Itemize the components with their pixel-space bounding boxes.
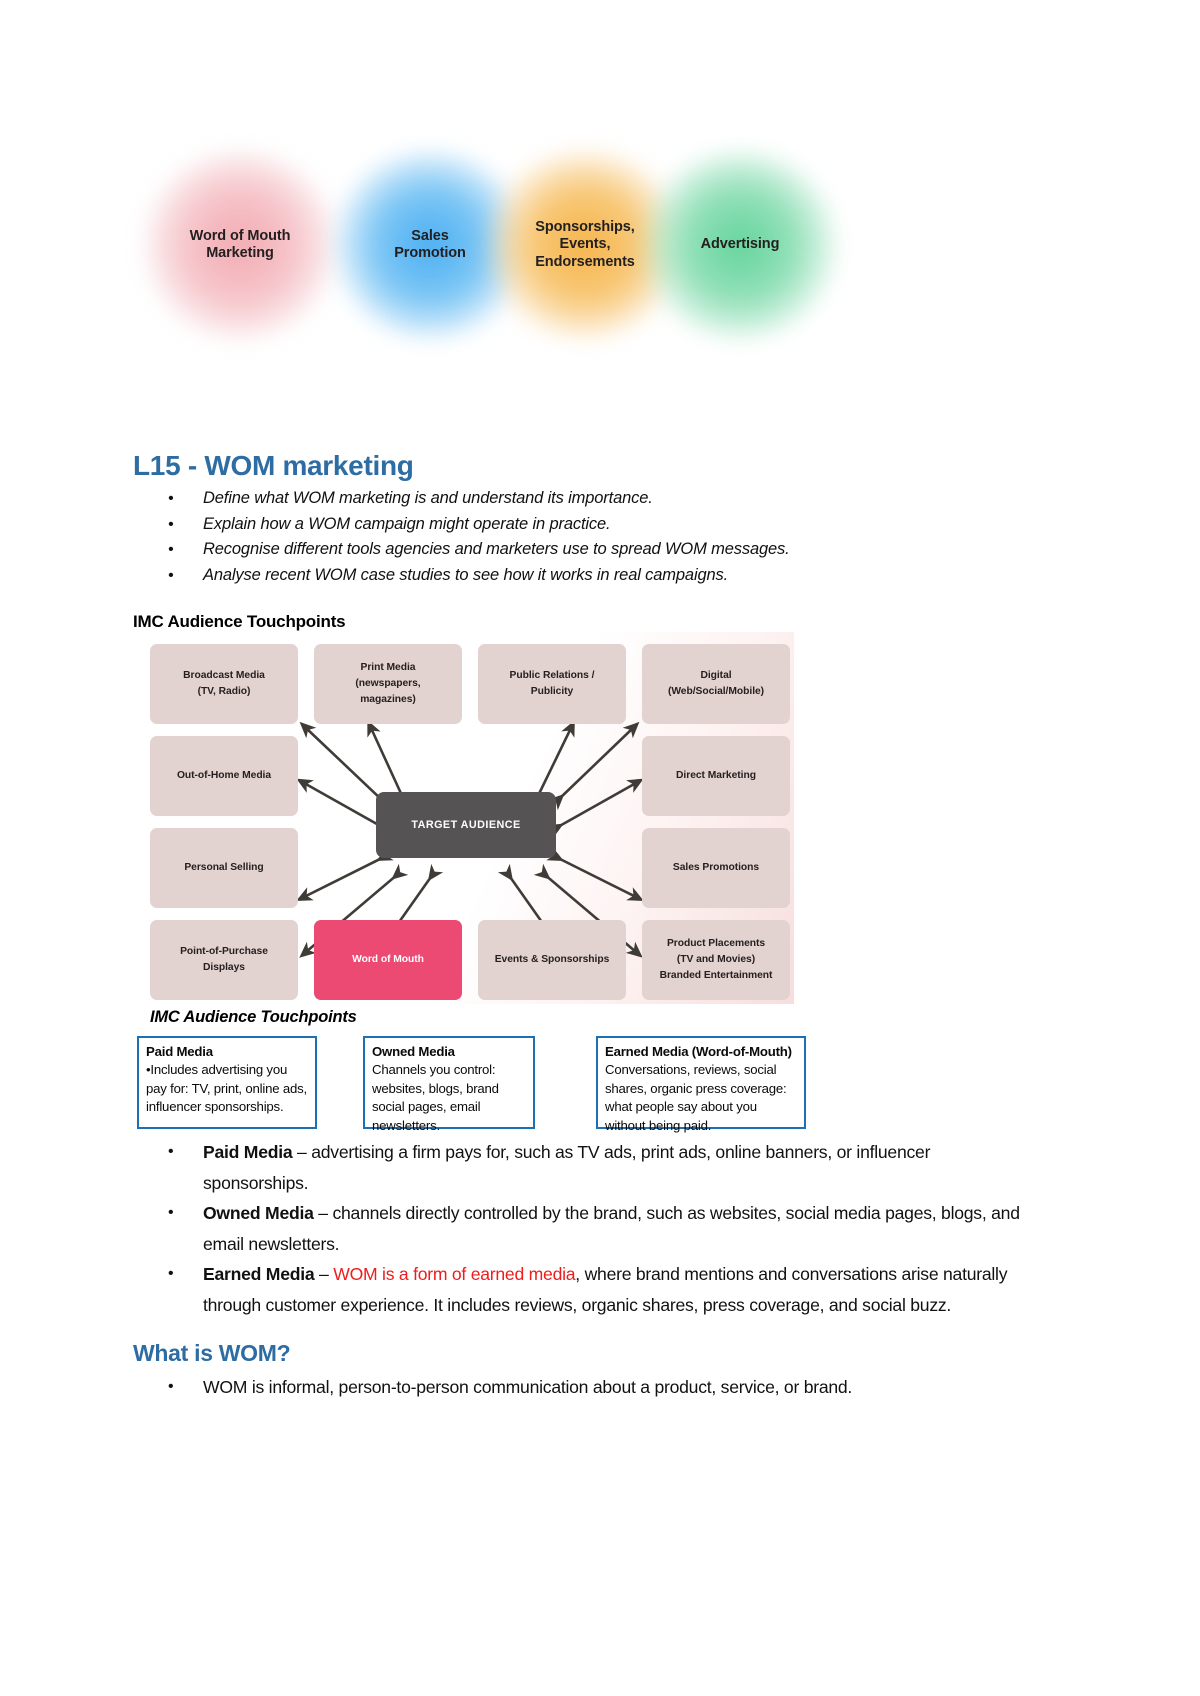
media-box-earned: Earned Media (Word-of-Mouth) Conversatio… xyxy=(596,1036,806,1133)
bullet-icon: • xyxy=(168,541,174,559)
bullet-text: channels directly controlled by the bran… xyxy=(203,1203,1020,1254)
list-item: • Owned Media – channels directly control… xyxy=(133,1198,1033,1259)
bullet-text: advertising a firm pays for, such as TV … xyxy=(203,1142,931,1193)
bullet-icon: • xyxy=(168,1265,174,1282)
bullet-lead: Owned Media xyxy=(203,1203,314,1223)
list-item: • WOM is informal, person-to-person commu… xyxy=(133,1372,1033,1402)
touchpoint-box-personal-selling: Personal Selling xyxy=(150,828,298,908)
touchpoint-box-sales-promotions: Sales Promotions xyxy=(642,828,790,908)
media-box-body: •Includes advertising you pay for: TV, p… xyxy=(146,1062,307,1115)
touchpoint-box-events-sponsorships: Events & Sponsorships xyxy=(478,920,626,1000)
touchpoint-box-direct-marketing: Direct Marketing xyxy=(642,736,790,816)
media-box-title: Paid Media xyxy=(146,1044,213,1059)
media-box-owned: Owned Media Channels you control: websit… xyxy=(363,1036,535,1133)
list-item: • Recognise different tools agencies and … xyxy=(133,537,933,563)
objective-text: Explain how a WOM campaign might operate… xyxy=(203,514,611,533)
objective-text: Recognise different tools agencies and m… xyxy=(203,540,790,559)
list-item: • Define what WOM marketing is and unders… xyxy=(133,486,933,512)
objectives-list: • Define what WOM marketing is and unders… xyxy=(133,486,933,588)
banner-blob-word-of-mouth-marketing: Word of Mouth Marketing xyxy=(140,150,340,340)
bullet-icon: • xyxy=(168,515,174,533)
banner-blob-label: Sales Promotion xyxy=(394,227,466,261)
media-box-paid: Paid Media •Includes advertising you pay… xyxy=(137,1036,317,1129)
bullet-dash: – xyxy=(292,1142,312,1162)
touchpoint-box-out-of-home-media: Out-of-Home Media xyxy=(150,736,298,816)
touchpoint-box-digital: Digital (Web/Social/Mobile) xyxy=(642,644,790,724)
touchpoint-box-word-of-mouth: Word of Mouth xyxy=(314,920,462,1000)
list-item: • Analyse recent WOM case studies to see … xyxy=(133,563,933,589)
objective-text: Define what WOM marketing is and underst… xyxy=(203,489,653,507)
wom-definition-text: WOM is informal, person-to-person commun… xyxy=(203,1377,853,1397)
bullet-dash: – xyxy=(313,1203,333,1223)
touchpoint-center-target-audience: TARGET AUDIENCE xyxy=(376,792,556,858)
touchpoint-box-broadcast-media: Broadcast Media (TV, Radio) xyxy=(150,644,298,724)
media-box-title: Owned Media xyxy=(372,1044,455,1059)
banner-blob-halo xyxy=(145,152,335,338)
touchpoint-box-public-relations: Public Relations / Publicity xyxy=(478,644,626,724)
banner-blob-label: Sponsorships, Events, Endorsements xyxy=(535,219,635,270)
touchpoint-banner: Word of Mouth Marketing Sales Promotion … xyxy=(140,150,835,340)
imc-media-heading: IMC Audience Touchpoints xyxy=(150,1008,357,1026)
bullet-lead: Paid Media xyxy=(203,1142,293,1162)
bullet-icon: • xyxy=(168,1204,174,1221)
wom-definition-list: • WOM is informal, person-to-person commu… xyxy=(133,1372,1033,1402)
touchpoint-box-print-media: Print Media (newspapers, magazines) xyxy=(314,644,462,724)
banner-blob-label: Advertising xyxy=(700,236,780,253)
imc-touchpoint-diagram: Broadcast Media (TV, Radio) Print Media … xyxy=(146,632,794,1004)
bullet-dash: – xyxy=(314,1264,334,1284)
bullet-icon: • xyxy=(168,566,174,584)
bullet-icon: • xyxy=(168,490,174,507)
imc-diagram-heading: IMC Audience Touchpoints xyxy=(133,612,346,631)
media-box-title: Earned Media (Word-of-Mouth) xyxy=(605,1044,792,1059)
touchpoint-box-product-placements: Product Placements (TV and Movies) Brand… xyxy=(642,920,790,1000)
touchpoint-box-point-of-purchase-displays: Point-of-Purchase Displays xyxy=(150,920,298,1000)
bullet-text: , where brand mentions and conversations… xyxy=(203,1264,1008,1315)
media-box-body: Channels you control: websites, blogs, b… xyxy=(372,1062,499,1133)
banner-blob-label: Word of Mouth Marketing xyxy=(189,227,291,261)
page-title: L15 - WOM marketing xyxy=(133,450,414,481)
objective-text: Analyse recent WOM case studies to see h… xyxy=(203,565,729,584)
list-item: • Explain how a WOM campaign might operat… xyxy=(133,512,933,538)
bullet-icon: • xyxy=(168,1378,174,1395)
bullet-lead: Earned Media xyxy=(203,1264,315,1284)
banner-blob-advertising: Advertising xyxy=(640,150,840,340)
section-heading-what-is-wom: What is WOM? xyxy=(133,1340,291,1366)
media-types-list: • Paid Media – advertising a firm pays fo… xyxy=(133,1137,1033,1320)
bullet-icon: • xyxy=(168,1143,174,1160)
bullet-highlight-text: WOM is a form of earned media xyxy=(333,1264,576,1284)
media-box-body: Conversations, reviews, social shares, o… xyxy=(605,1062,787,1133)
list-item: • Paid Media – advertising a firm pays fo… xyxy=(133,1137,1033,1198)
list-item: • Earned Media – WOM is a form of earned … xyxy=(133,1259,1033,1320)
banner-blob-halo xyxy=(645,152,835,338)
